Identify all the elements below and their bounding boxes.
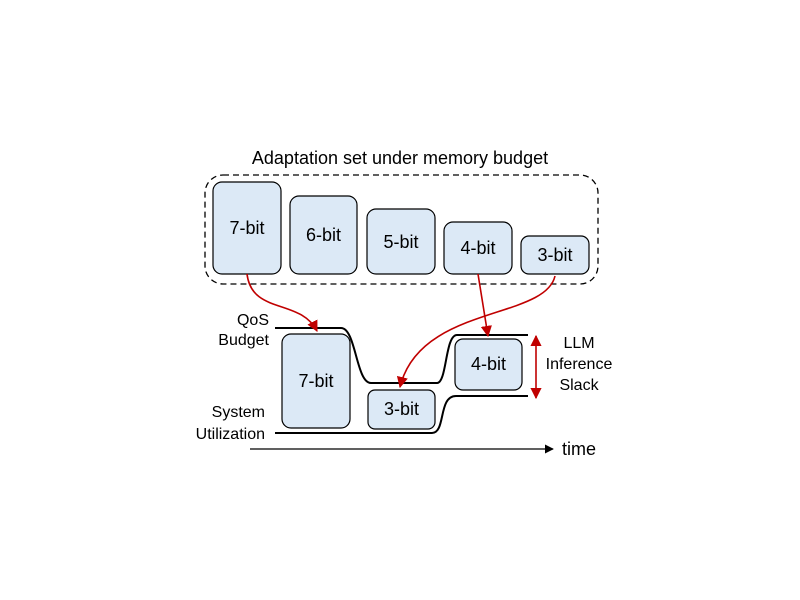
slack-label-line2: Inference: [546, 356, 613, 373]
adaptation-box-5bit: 5-bit: [366, 208, 436, 275]
qos-label-line2: Budget: [218, 332, 269, 349]
slack-label-line3: Slack: [559, 377, 599, 394]
box-label: 7-bit: [229, 218, 264, 238]
box-label: 4-bit: [460, 238, 495, 258]
block-label: 4-bit: [471, 354, 506, 374]
adaptation-box-7bit: 7-bit: [212, 181, 282, 275]
block-label: 7-bit: [298, 371, 333, 391]
qos-budget-curve: [275, 327, 528, 384]
time-axis-label: time: [562, 439, 596, 459]
util-label-line2: Utilization: [196, 426, 265, 443]
timeline-block-4bit: 4-bit: [454, 338, 523, 391]
adaptation-box-6bit: 6-bit: [289, 195, 358, 275]
timeline-block-3bit: 3-bit: [367, 389, 436, 430]
qos-label-line1: QoS: [237, 312, 269, 329]
adaptation-set-container: [204, 174, 599, 285]
arrow-4bit-to-timeline: [477, 273, 492, 338]
timeline-block-7bit: 7-bit: [281, 333, 351, 429]
adaptation-box-3bit: 3-bit: [520, 235, 590, 275]
adaptation-set-title: Adaptation set under memory budget: [252, 148, 548, 168]
arrow-3bit-to-timeline: [396, 275, 556, 389]
box-label: 3-bit: [537, 245, 572, 265]
system-utilization-curve: [275, 395, 528, 434]
arrow-7bit-to-timeline: [246, 273, 318, 332]
util-label-line1: System: [212, 404, 265, 421]
slack-label-line1: LLM: [563, 335, 594, 352]
adaptation-box-4bit: 4-bit: [443, 221, 513, 275]
block-label: 3-bit: [384, 399, 419, 419]
box-label: 6-bit: [306, 225, 341, 245]
box-label: 5-bit: [383, 232, 418, 252]
